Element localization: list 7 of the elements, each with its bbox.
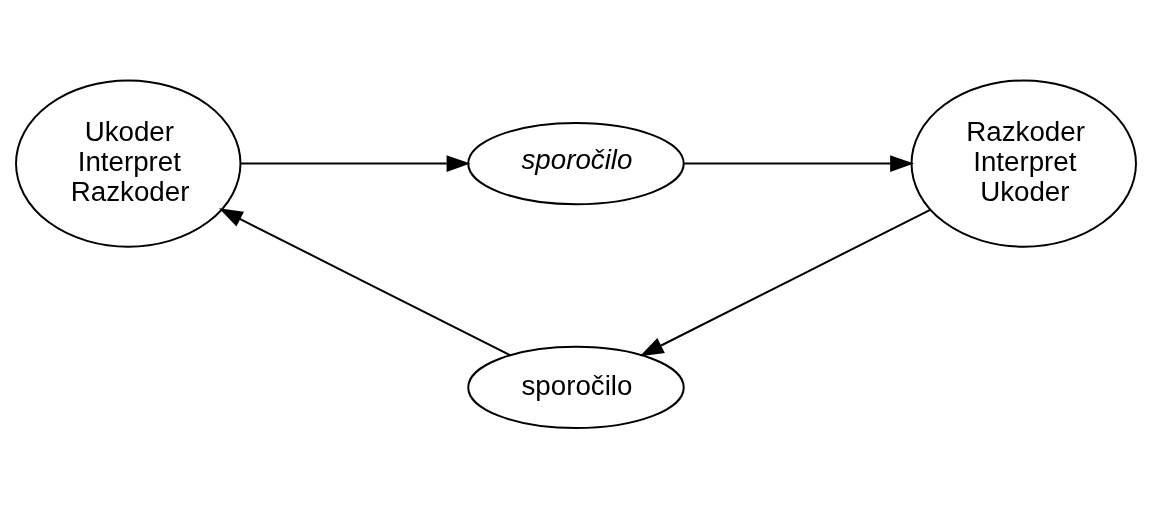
- arrow: [639, 208, 932, 356]
- arrow: [683, 154, 914, 172]
- node-ellipse: Razkoder Interpret Ukoder: [910, 79, 1137, 248]
- arrow: [218, 207, 511, 356]
- node-ellipse: sporočilo: [467, 345, 685, 429]
- node-ellipse: sporočilo: [467, 121, 685, 205]
- arrow: [239, 154, 471, 172]
